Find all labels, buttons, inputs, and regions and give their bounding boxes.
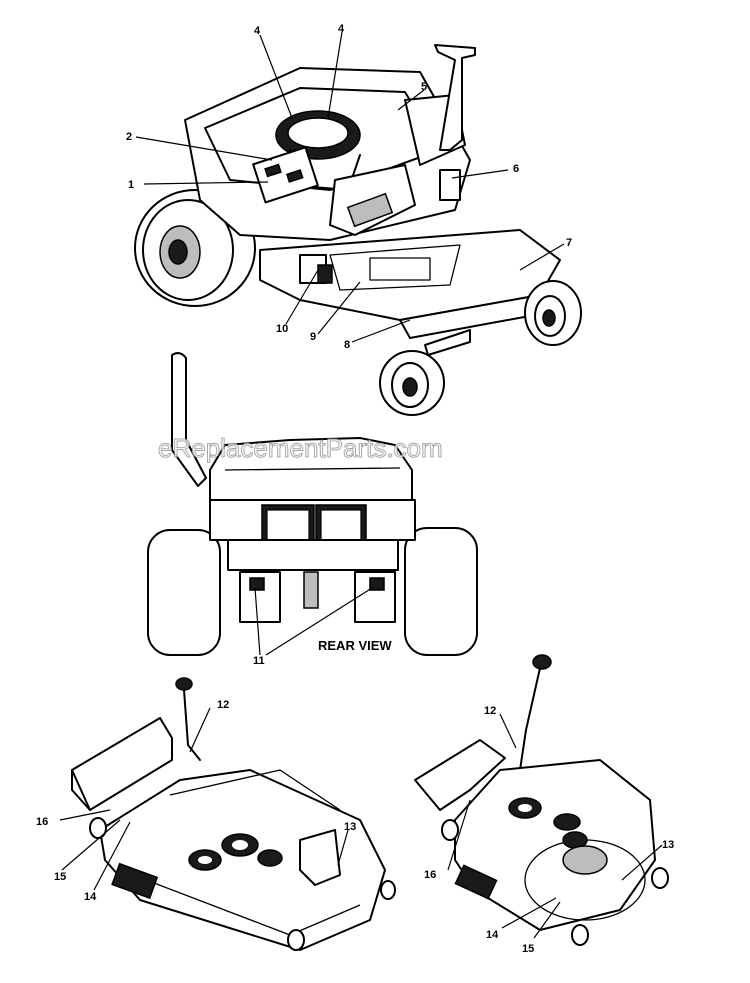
callout-2: 2	[126, 131, 132, 143]
callout-11: 11	[253, 655, 265, 667]
control-panel	[252, 146, 319, 204]
callout-14-left: 14	[84, 891, 97, 903]
rear-view-wheel-right	[404, 527, 478, 656]
callout-16-right: 16	[424, 869, 436, 881]
callout-10: 10	[276, 323, 288, 335]
front-caster-left	[379, 350, 445, 416]
deck-right-chute	[414, 739, 506, 811]
callout-8: 8	[344, 339, 350, 351]
callout-9: 9	[310, 331, 316, 343]
callout-1: 1	[128, 179, 134, 191]
callout-15-left: 15	[54, 871, 66, 883]
callout-12-left: 12	[217, 699, 229, 711]
callout-4-right: 4	[338, 23, 345, 35]
callout-12-right: 12	[484, 705, 496, 717]
callout-7: 7	[566, 237, 572, 249]
mower-deck-right	[414, 654, 669, 946]
watermark-text: eReplacementParts.com	[158, 433, 443, 463]
front-caster-right	[524, 280, 582, 346]
callout-4-left: 4	[254, 25, 261, 37]
callout-13-left: 13	[344, 821, 356, 833]
deck-left-chute	[71, 717, 173, 811]
callout-13-right: 13	[662, 839, 674, 851]
mower-deck-left	[59, 677, 396, 951]
rear-control-lever	[171, 352, 207, 487]
mower-top-view	[134, 44, 582, 416]
rear-view-wheel-left	[147, 529, 221, 656]
callout-5: 5	[421, 81, 427, 93]
control-lever	[434, 44, 476, 151]
top-view-leaders	[135, 31, 565, 343]
callout-16-left: 16	[36, 816, 48, 828]
callout-15-right: 15	[522, 943, 534, 955]
rear-view-caption: REAR VIEW	[318, 638, 392, 653]
mower-rear-view	[147, 352, 478, 656]
callout-14-right: 14	[486, 929, 499, 941]
rear-decal-right	[354, 571, 396, 623]
callout-6: 6	[513, 163, 519, 175]
deck-left-housing	[99, 769, 386, 951]
